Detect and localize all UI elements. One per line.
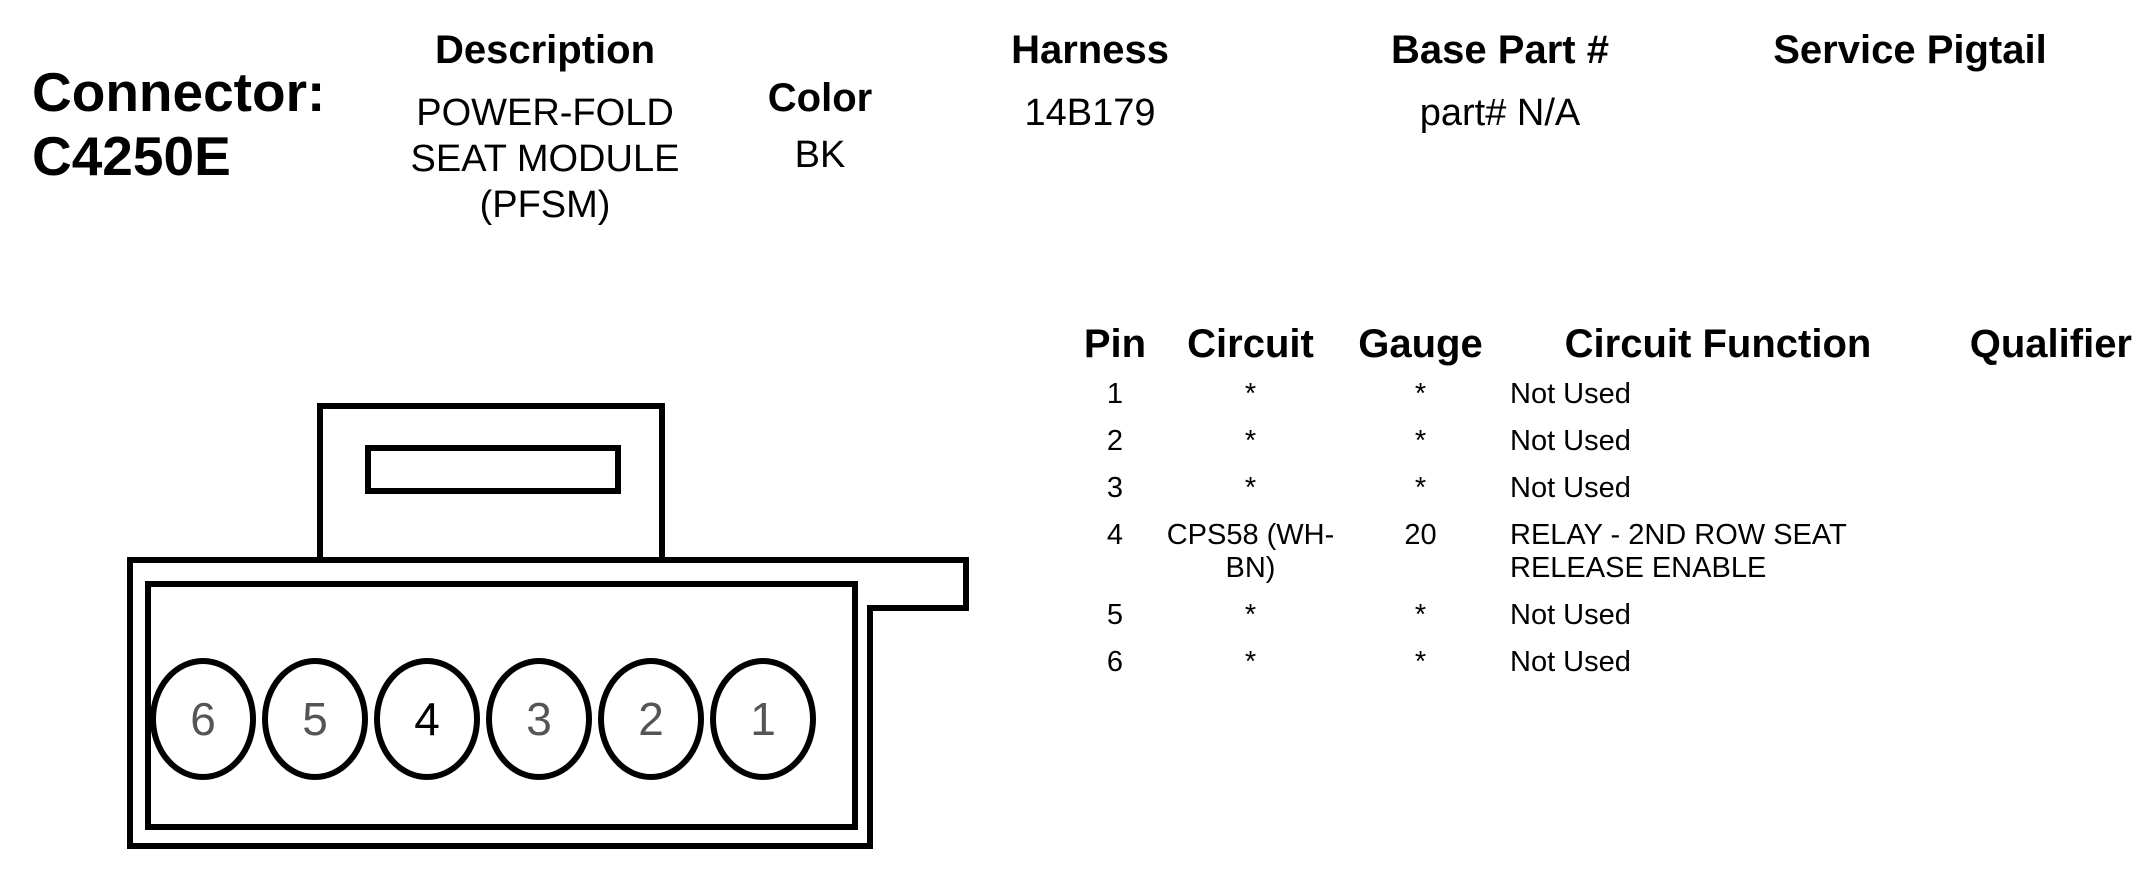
qualifier-cell (1938, 646, 2132, 693)
gauge-cell: * (1414, 472, 1427, 504)
locking-tab-slot (365, 445, 621, 494)
color-column: Color BK (740, 76, 900, 178)
service-pigtail-column: Service Pigtail (1730, 28, 2090, 90)
harness-value: 14B179 (1024, 92, 1156, 134)
circuit-cell: * (1244, 425, 1257, 457)
color-value: BK (794, 134, 846, 176)
gauge-cell: * (1414, 378, 1427, 410)
pin-cell: 4 (1106, 519, 1124, 551)
pin-cavity-2 (598, 658, 704, 780)
table-row: 3 * * Not Used (1072, 472, 2132, 519)
description-header: Description (434, 28, 656, 72)
circuit-header: Circuit (1187, 322, 1314, 366)
table-row: 4 CPS58 (WH-BN) 20 RELAY - 2ND ROW SEAT … (1072, 519, 2132, 599)
table-row: 1 * * Not Used (1072, 378, 2132, 425)
pin-cell: 6 (1106, 646, 1124, 678)
qualifier-cell (1938, 599, 2132, 646)
qualifier-cell (1938, 519, 2132, 599)
pin-table-header-row: Pin Circuit Gauge Circuit Function Quali… (1072, 322, 2132, 378)
base-part-value: part# N/A (1419, 92, 1581, 134)
description-column: Description POWER-FOLD SEAT MODULE (PFSM… (370, 28, 720, 228)
table-row: 6 * * Not Used (1072, 646, 2132, 693)
function-cell: Not Used (1510, 646, 1631, 678)
pin-number-label: 5 (302, 693, 328, 745)
pin-cavity (145, 581, 858, 830)
pin-cavity-1 (710, 658, 816, 780)
pin-cell: 1 (1106, 378, 1124, 410)
color-header: Color (767, 76, 873, 120)
circuit-cell: CPS58 (WH-BN) (1166, 519, 1335, 584)
circuit-cell: * (1244, 599, 1257, 631)
base-part-header: Base Part # (1391, 28, 1609, 72)
base-part-column: Base Part # part# N/A (1350, 28, 1650, 136)
connector-number: C4250E (32, 125, 231, 187)
pin-number-label: 3 (526, 693, 552, 745)
harness-header: Harness (1011, 28, 1169, 72)
function-cell: Not Used (1510, 599, 1631, 631)
gauge-cell: 20 (1404, 519, 1437, 551)
pin-table: Pin Circuit Gauge Circuit Function Quali… (1072, 322, 2132, 693)
pin-cell: 3 (1106, 472, 1124, 504)
pin-group: 6 5 4 3 2 1 (150, 658, 816, 780)
table-row: 2 * * Not Used (1072, 425, 2132, 472)
gauge-cell: * (1414, 646, 1427, 678)
gauge-header: Gauge (1358, 322, 1483, 366)
qualifier-cell (1938, 378, 2132, 425)
pin-number-label: 4 (414, 693, 440, 745)
housing-outline (127, 557, 969, 849)
description-line-3: (PFSM) (479, 184, 611, 226)
circuit-cell: * (1244, 378, 1257, 410)
qualifier-header: Qualifier (1969, 322, 2132, 366)
pin-header: Pin (1083, 322, 1147, 366)
function-cell: RELAY - 2ND ROW SEAT RELEASE ENABLE (1510, 519, 1847, 584)
function-cell: Not Used (1510, 425, 1631, 457)
circuit-cell: * (1244, 646, 1257, 678)
connector-id-label: Connector: C4250E (32, 60, 372, 188)
harness-column: Harness 14B179 (960, 28, 1220, 136)
circuit-function-header: Circuit Function (1564, 322, 1872, 366)
circuit-cell: * (1244, 472, 1257, 504)
function-cell: Not Used (1510, 472, 1631, 504)
service-pigtail-header: Service Pigtail (1773, 28, 2047, 72)
locking-tab-outline (317, 403, 665, 562)
pin-cavity-3 (486, 658, 592, 780)
table-row: 5 * * Not Used (1072, 599, 2132, 646)
gauge-cell: * (1414, 599, 1427, 631)
qualifier-cell (1938, 472, 2132, 519)
pin-number-label: 2 (638, 693, 664, 745)
pin-cell: 5 (1106, 599, 1124, 631)
connector-label-prefix: Connector: (32, 61, 326, 123)
qualifier-cell (1938, 425, 2132, 472)
connector-face-drawing: 6 5 4 3 2 1 (127, 403, 969, 849)
pin-number-label: 6 (190, 693, 216, 745)
pin-cavity-5 (262, 658, 368, 780)
gauge-cell: * (1414, 425, 1427, 457)
description-line-1: POWER-FOLD (416, 92, 674, 134)
pin-cavity-6 (150, 658, 256, 780)
pin-number-label: 1 (750, 693, 776, 745)
pin-cavity-4 (374, 658, 480, 780)
description-line-2: SEAT MODULE (410, 138, 680, 180)
pin-cell: 2 (1106, 425, 1124, 457)
function-cell: Not Used (1510, 378, 1631, 410)
